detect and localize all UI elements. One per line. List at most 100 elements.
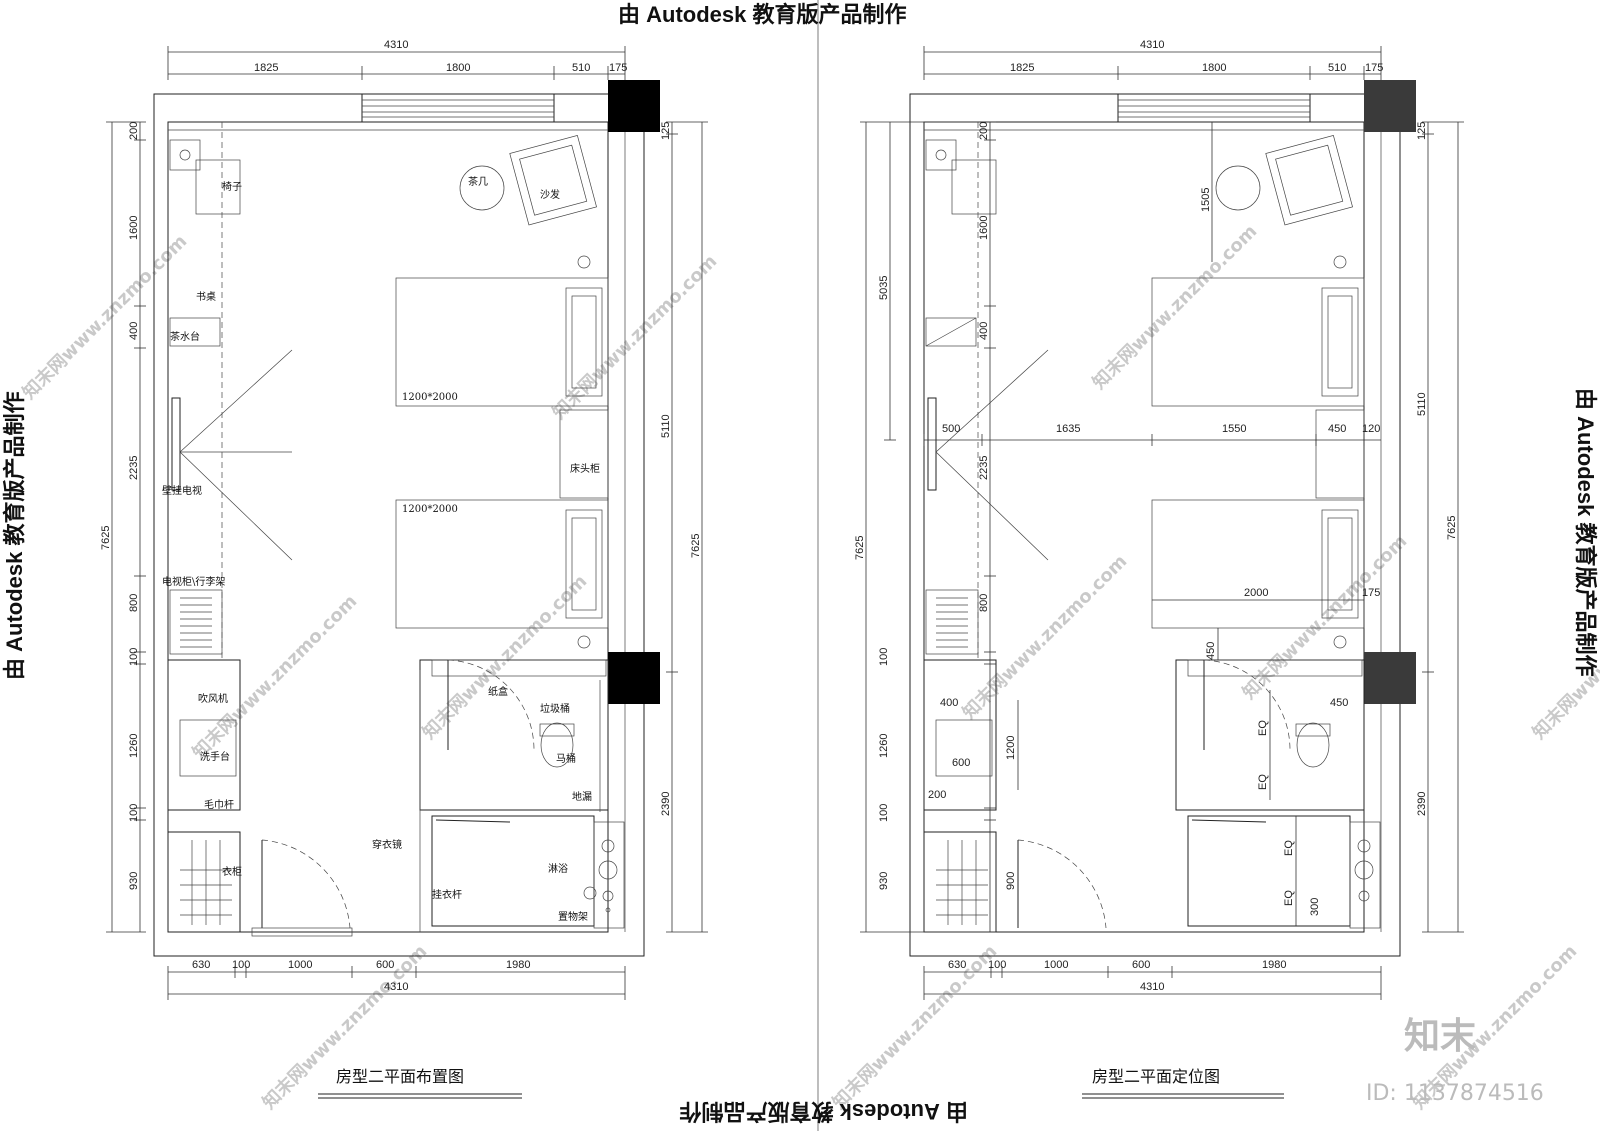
outer-wall [153,93,645,957]
dim-600: 600 [952,757,970,769]
dim-left-seg: 400 [978,322,990,340]
stamp-top: 由 Autodesk 教育版产品制作 [618,2,906,27]
plan-title-right: 房型二平面定位图 [1092,1067,1220,1086]
shower-niche [593,821,625,929]
label-tea-station: 茶水台 [170,330,200,343]
dim-bottom-seg: 100 [232,959,250,971]
dim-bottom-seg: 1000 [288,959,312,971]
bed-2 [395,499,609,629]
label-desk: 书桌 [196,290,216,303]
label-shelf: 置物架 [558,910,588,923]
ceiling-light [577,255,591,269]
dim-eq: EQ [1257,774,1269,790]
dim-300: 300 [1309,898,1321,916]
wall-tv [171,397,181,491]
dim-left-seg: 1260 [128,734,140,758]
shower-door [435,819,511,823]
window [361,93,555,123]
label-sofa: 沙发 [540,188,560,201]
structural-column [608,80,660,132]
label-mirror: 穿衣镜 [372,838,402,851]
label-toilet: 马桶 [556,752,576,765]
dim-eq: EQ [1257,720,1269,736]
dim-eq: EQ [1283,890,1295,906]
label-hair-dryer: 吹风机 [198,692,228,705]
ceiling-light [577,635,591,649]
dim-right-seg: 125 [660,122,672,140]
dim-top-seg: 175 [1365,62,1383,74]
plan-title-left: 房型二平面布置图 [336,1067,464,1086]
dim-1505: 1505 [1200,188,1212,212]
chair [195,159,241,215]
dim-bottom-seg: 1980 [1262,959,1286,971]
dim-left-seg: 1600 [978,216,990,240]
dim-left-seg: 930 [128,872,140,890]
window [1117,93,1311,123]
nightstand [559,409,609,499]
dim-left-seg: 200 [128,122,140,140]
dim-right-seg: 2390 [1416,792,1428,816]
dim-right-total: 7625 [690,534,702,558]
dim-175: 175 [1362,587,1380,599]
dim-left-seg: 400 [128,322,140,340]
dim-bottom-seg: 600 [1132,959,1150,971]
label-wardrobe: 衣柜 [222,865,242,878]
dim-bottom-seg: 1000 [1044,959,1068,971]
dim-right-seg: 5110 [660,414,672,438]
dim-1200: 1200 [1005,736,1017,760]
dim-200: 200 [928,789,946,801]
wash-basin [179,719,237,777]
wardrobe [167,831,241,933]
dim-top-seg: 1825 [254,62,278,74]
structural-column [1364,652,1416,704]
watermark-text: 知末网www.znzmo.com [258,940,431,1113]
label-shower: 淋浴 [548,862,568,875]
label-wash-basin: 洗手台 [200,750,230,763]
dim-bottom-seg: 600 [376,959,394,971]
right-plan: 1505 500 1635 1550 450 120 2000 175 450 … [854,39,1464,1099]
brand-logo: 知末 [1404,1016,1476,1057]
dim-left-seg: 100 [878,648,890,666]
bed-1 [395,277,609,407]
dim-bottom-total: 4310 [384,981,408,993]
dim-bottom-seg: 630 [948,959,966,971]
dim-right-seg: 5110 [1416,392,1428,416]
dim-top-seg: 1825 [1010,62,1034,74]
dim-left-total: 7625 [854,536,866,560]
dim-right-seg: 2390 [660,792,672,816]
dim-right-seg: 125 [1416,122,1428,140]
dim-900: 900 [1005,872,1017,890]
stamp-left: 由 Autodesk 教育版产品制作 [2,392,27,680]
label-floor-drain: 地漏 [572,790,592,803]
dim-left-total: 7625 [100,526,112,550]
dim-left-seg: 100 [128,804,140,822]
dim-120: 120 [1362,423,1380,435]
dim-450c: 450 [1330,697,1348,709]
left-plan: 椅子 书桌 茶水台 壁挂电视 电视柜\行李架 茶几 沙发 120 [100,39,708,1099]
dim-5035: 5035 [878,276,890,300]
label-bed-1: 1200*2000 [402,392,458,403]
dim-bottom-seg: 1980 [506,959,530,971]
dim-left-seg: 100 [878,804,890,822]
dim-left-seg: 800 [128,594,140,612]
dim-top-seg: 510 [572,62,590,74]
structural-column [1364,80,1416,132]
stamp-right: 由 Autodesk 教育版产品制作 [1573,388,1598,676]
dim-1635: 1635 [1056,423,1080,435]
image-id: ID: 1137874516 [1366,1081,1544,1106]
dim-left-seg: 200 [978,122,990,140]
dim-1550: 1550 [1222,423,1246,435]
dim-500: 500 [942,423,960,435]
dim-right-total: 7625 [1446,516,1458,540]
watermark-text: 知末网www.znzmo.com [958,550,1131,723]
label-tv-cabinet: 电视柜\行李架 [162,575,225,588]
structural-column [608,652,660,704]
dim-top-seg: 175 [609,62,627,74]
dim-top-seg: 1800 [1202,62,1226,74]
dim-top-total: 4310 [384,39,408,51]
dim-top-seg: 1800 [446,62,470,74]
dim-400: 400 [940,697,958,709]
dim-left-seg: 100 [128,648,140,666]
shower-room [431,815,595,927]
